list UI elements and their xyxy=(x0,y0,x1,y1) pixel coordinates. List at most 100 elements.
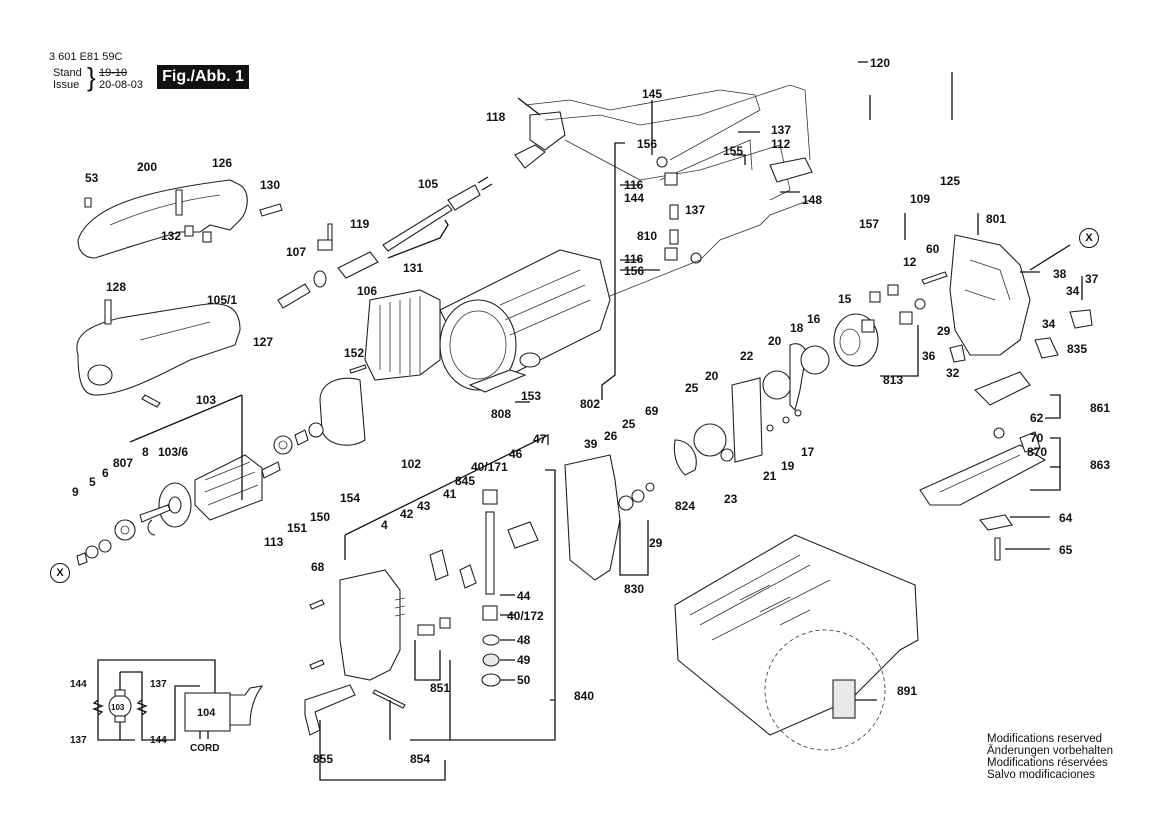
washer-50 xyxy=(481,673,501,687)
part-label: 107 xyxy=(286,245,307,259)
roller-23 xyxy=(720,448,734,462)
part-label: 50 xyxy=(517,673,531,687)
part-label: 48 xyxy=(517,633,531,647)
part-label: 891 xyxy=(897,684,918,698)
part-label: 109 xyxy=(910,192,931,206)
part-label: 128 xyxy=(106,280,127,294)
part-label: 845 xyxy=(455,474,476,488)
part-label: 21 xyxy=(763,469,777,483)
part-label: 126 xyxy=(212,156,233,170)
stand-value: 19-10 xyxy=(99,67,128,79)
part-label: 807 xyxy=(113,456,134,470)
part-label: 47 xyxy=(533,432,547,446)
part-label: 34 xyxy=(1066,284,1080,298)
part-label: 854 xyxy=(410,752,431,766)
screw-130 xyxy=(259,203,283,217)
handle-housing-127 xyxy=(76,303,241,408)
part-label: 53 xyxy=(85,171,99,185)
motor-housing-802 xyxy=(439,249,611,391)
brush-810a xyxy=(669,204,679,220)
armature-103 xyxy=(139,454,281,528)
figure-label: Fig./Abb. 1 xyxy=(157,65,249,89)
part-label: 830 xyxy=(624,582,645,596)
seal-49 xyxy=(482,653,500,667)
screw-128 xyxy=(104,299,112,325)
washer-6 xyxy=(98,539,112,553)
part-label: 200 xyxy=(137,160,158,174)
part-label: 23 xyxy=(724,492,738,506)
part-label: 132 xyxy=(161,229,182,243)
washer-12 xyxy=(914,298,926,310)
power-cord-105 xyxy=(382,176,493,259)
part-label: 41 xyxy=(443,487,457,501)
oring-20a xyxy=(693,423,727,457)
spring-156a xyxy=(656,156,668,168)
roller-855 xyxy=(304,684,356,736)
part-label: 38 xyxy=(1053,267,1067,281)
wiring-diagram xyxy=(92,659,264,741)
wire-label-144a: 144 xyxy=(70,679,87,690)
brush-holder-116a xyxy=(664,172,678,186)
base-plate-863 xyxy=(919,444,1047,506)
part-label: 151 xyxy=(287,521,308,535)
washer-17 xyxy=(794,409,802,417)
part-label: 863 xyxy=(1090,458,1111,472)
part-label: 22 xyxy=(740,349,754,363)
clamp-64 xyxy=(979,514,1013,531)
nut-62 xyxy=(993,427,1005,439)
knob-37 xyxy=(1069,309,1093,329)
part-label: 155 xyxy=(723,144,744,158)
part-label: 808 xyxy=(491,407,512,421)
screw-119 xyxy=(327,223,333,241)
clamp-107 xyxy=(317,239,333,251)
part-label: 105/1 xyxy=(207,293,238,307)
screw-65 xyxy=(994,537,1001,561)
knob-835 xyxy=(1034,337,1059,359)
part-label: 20 xyxy=(705,369,719,383)
part-label: 127 xyxy=(253,335,274,349)
part-label: 49 xyxy=(517,653,531,667)
wire-label-switch: 104 xyxy=(197,707,216,719)
part-label: 106 xyxy=(357,284,378,298)
part-label: 802 xyxy=(580,397,601,411)
brush-810b xyxy=(669,229,679,245)
screw-152 xyxy=(349,364,367,374)
part-label: 17 xyxy=(801,445,815,459)
washer-150 xyxy=(308,422,324,438)
part-label: 18 xyxy=(790,321,804,335)
needle-bearing-813b xyxy=(861,319,875,333)
screw-60 xyxy=(921,271,948,285)
part-label: 39 xyxy=(584,437,598,451)
cord-105-1 xyxy=(277,283,311,309)
pin xyxy=(372,689,406,709)
crank-824 xyxy=(673,439,697,476)
part-label: 26 xyxy=(604,429,618,443)
bushing-40-171 xyxy=(482,489,498,505)
baffle-154 xyxy=(319,377,366,446)
part-label: 65 xyxy=(1059,543,1073,557)
oring-20b xyxy=(762,370,792,400)
needle-bearing-813c xyxy=(887,284,899,296)
bearing-830a xyxy=(618,495,634,511)
circlip-19 xyxy=(782,416,790,424)
part-label: 103 xyxy=(196,393,217,407)
part-label: 25 xyxy=(622,417,636,431)
part-label: 156 xyxy=(624,264,645,278)
brush-holder-116b xyxy=(664,247,678,261)
washer-151 xyxy=(294,429,309,446)
part-label: 103/6 xyxy=(158,445,189,459)
wire-label-137b: 137 xyxy=(70,735,87,746)
screw-68b xyxy=(309,659,325,670)
ring xyxy=(313,270,327,288)
wire-label-137a: 137 xyxy=(150,679,167,690)
part-label: 40/172 xyxy=(507,609,544,623)
plate-43 xyxy=(429,549,449,581)
gear-housing-801 xyxy=(949,234,1031,356)
part-label: 116 xyxy=(624,252,644,266)
ring-16 xyxy=(800,345,830,375)
plate-22 xyxy=(731,377,763,463)
pad-851b xyxy=(439,617,451,629)
issue-label: Issue xyxy=(53,79,80,91)
part-label: 25 xyxy=(685,381,699,395)
